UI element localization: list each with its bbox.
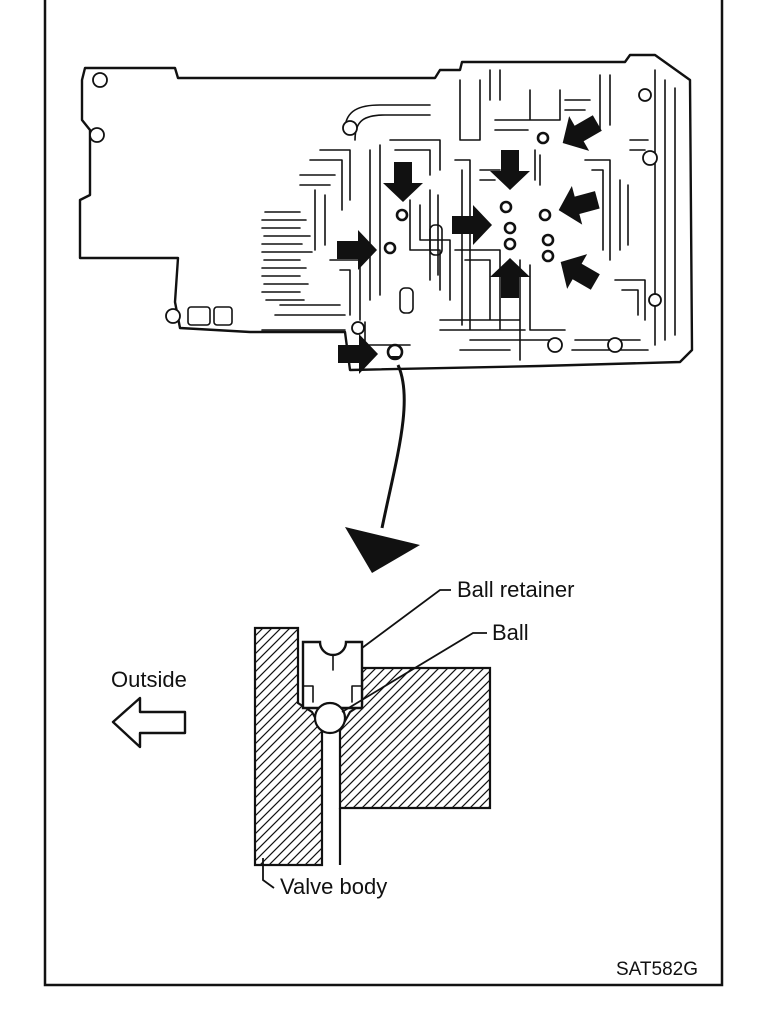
check-ball-detail-shade xyxy=(389,356,401,360)
bolt-hole xyxy=(351,321,365,335)
check-ball xyxy=(541,233,555,247)
check-ball xyxy=(541,249,555,263)
figure-frame xyxy=(43,0,724,987)
check-ball xyxy=(536,131,550,145)
bolt-hole xyxy=(342,120,358,136)
ball xyxy=(313,701,347,735)
slot xyxy=(187,306,211,326)
valve-body-section xyxy=(253,626,492,867)
outside-arrow-icon xyxy=(111,696,187,749)
ball-retainer-label: Ball retainer xyxy=(457,577,574,602)
check-ball xyxy=(503,237,517,251)
bolt-hole xyxy=(638,88,652,102)
passage-lines-left xyxy=(261,104,451,346)
slot xyxy=(213,306,233,326)
valve-body-label: Valve body xyxy=(280,874,387,899)
detail-callout-arrow xyxy=(345,364,420,573)
outside-label: Outside xyxy=(111,667,187,692)
passage-lines-right xyxy=(564,69,676,351)
bolt-hole xyxy=(165,308,181,324)
slot xyxy=(429,224,443,256)
ball-retainer-clip xyxy=(301,640,364,710)
ball-leader xyxy=(341,632,487,713)
figure-code: SAT582G xyxy=(616,959,698,980)
valve-body-plate xyxy=(78,53,694,374)
passage-lines-middle xyxy=(429,69,566,361)
ball-retainer-leader xyxy=(361,589,451,649)
ball-retainer-detail xyxy=(302,654,363,703)
check-ball xyxy=(503,221,517,235)
valve-body-leader xyxy=(262,858,275,889)
check-ball xyxy=(383,241,397,255)
check-ball xyxy=(499,200,513,214)
bolt-hole xyxy=(607,337,623,353)
ball-label: Ball xyxy=(492,620,529,645)
bolt-hole xyxy=(648,293,662,307)
slot xyxy=(399,287,414,314)
comb-passages xyxy=(261,211,313,301)
bolt-hole xyxy=(642,150,658,166)
bolt-hole xyxy=(92,72,108,88)
bolt-hole xyxy=(89,127,105,143)
check-ball xyxy=(538,208,552,222)
bolt-hole xyxy=(547,337,563,353)
check-ball xyxy=(395,208,409,222)
